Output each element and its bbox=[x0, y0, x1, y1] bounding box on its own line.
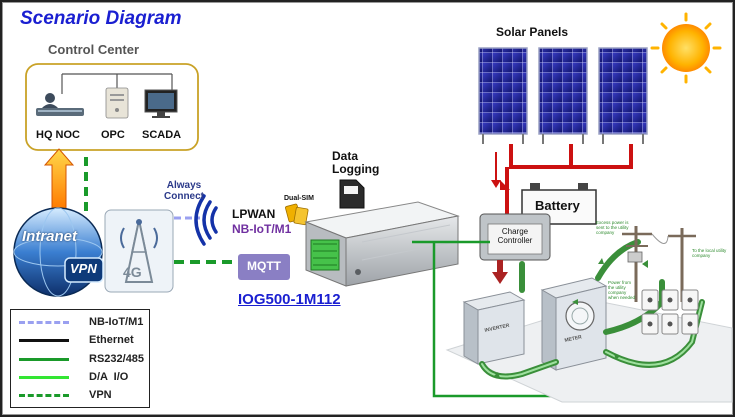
solar-panels-label: Solar Panels bbox=[496, 25, 569, 39]
legend-item-vpn: VPN bbox=[11, 386, 151, 404]
dual-sim-icon bbox=[285, 203, 309, 226]
iog500-device-image bbox=[304, 201, 460, 287]
device-model-link[interactable]: IOG500-1M112 bbox=[238, 291, 341, 308]
always-connect-label: Always Connect bbox=[164, 180, 204, 202]
data-logging-line-1: Data bbox=[332, 149, 359, 163]
utility-note-local: To the local utility company bbox=[692, 248, 727, 258]
always-connect-line-2: Connect bbox=[164, 191, 204, 202]
legend-label: D/A I/O bbox=[89, 371, 129, 383]
legend-item-da-io: D/A I/O bbox=[11, 368, 151, 386]
utility-note-excess: Excess power is sent to the utility comp… bbox=[596, 220, 629, 235]
legend-swatch bbox=[19, 321, 69, 324]
legend-swatch bbox=[19, 394, 69, 397]
legend-label: NB-IoT/M1 bbox=[89, 316, 144, 328]
legend-swatch bbox=[19, 358, 69, 361]
opc-server-icon bbox=[105, 87, 129, 119]
legend-label: RS232/485 bbox=[89, 353, 145, 365]
solar-wiring bbox=[505, 144, 633, 217]
power-pipes-highlight bbox=[481, 301, 703, 378]
solar-flow-arrow-icon bbox=[500, 180, 510, 190]
charge-controller-image bbox=[479, 213, 551, 261]
control-center-label: Control Center bbox=[48, 42, 139, 57]
legend-item-rs485: RS232/485 bbox=[11, 350, 151, 368]
mqtt-badge bbox=[238, 254, 290, 280]
charge-controller-label: Charge Controller bbox=[488, 227, 542, 245]
network-badge-4g: 4G bbox=[123, 264, 142, 280]
battery-image bbox=[521, 183, 597, 225]
intranet-globe-icon bbox=[13, 207, 104, 297]
vpn-up-arrow-icon bbox=[43, 148, 75, 210]
charge-controller-line-2: Controller bbox=[497, 236, 533, 245]
sd-card-icon bbox=[339, 179, 365, 209]
data-logging-line-2: Logging bbox=[332, 162, 380, 176]
node-label-opc: OPC bbox=[101, 129, 125, 141]
node-label-hq-noc: HQ NOC bbox=[36, 129, 80, 141]
meter-image bbox=[540, 277, 608, 371]
scada-monitor-icon bbox=[144, 89, 178, 118]
legend-swatch bbox=[19, 339, 69, 342]
nbiot-label: NB-IoT/M1 bbox=[232, 222, 292, 236]
node-label-scada: SCADA bbox=[142, 129, 182, 141]
legend-swatch bbox=[19, 376, 69, 379]
utility-pole-image bbox=[622, 226, 696, 302]
sun-icon bbox=[650, 12, 722, 84]
vpn-label: VPN bbox=[70, 261, 97, 276]
legend-label: Ethernet bbox=[89, 334, 134, 346]
legend-label: VPN bbox=[89, 389, 112, 401]
data-logging-label: Data Logging bbox=[332, 150, 379, 176]
intranet-label: Intranet bbox=[22, 228, 78, 245]
cellular-tower-icon bbox=[104, 209, 174, 293]
dual-sim-label: Dual-SIM bbox=[284, 195, 314, 202]
mqtt-label: MQTT bbox=[247, 259, 281, 273]
charge-controller-line-1: Charge bbox=[501, 227, 529, 236]
legend-item-nbiot: NB-IoT/M1 bbox=[11, 313, 151, 331]
legend-item-ethernet: Ethernet bbox=[11, 331, 151, 349]
inverter-image bbox=[462, 291, 526, 365]
wireless-signal-icon bbox=[194, 194, 218, 246]
solar-panels-image bbox=[478, 47, 648, 144]
utility-note-needed: Power from the utility company when need… bbox=[608, 280, 636, 300]
power-outlets-image bbox=[641, 289, 699, 335]
lpwan-label: LPWAN bbox=[232, 207, 276, 221]
legend: NB-IoT/M1 Ethernet RS232/485 D/A I/O VPN bbox=[10, 309, 150, 408]
always-connect-line-1: Always bbox=[166, 180, 202, 191]
battery-label: Battery bbox=[535, 198, 580, 213]
flow-arrows bbox=[494, 258, 648, 378]
hq-noc-icon bbox=[36, 93, 84, 116]
diagram-title: Scenario Diagram bbox=[20, 8, 182, 29]
